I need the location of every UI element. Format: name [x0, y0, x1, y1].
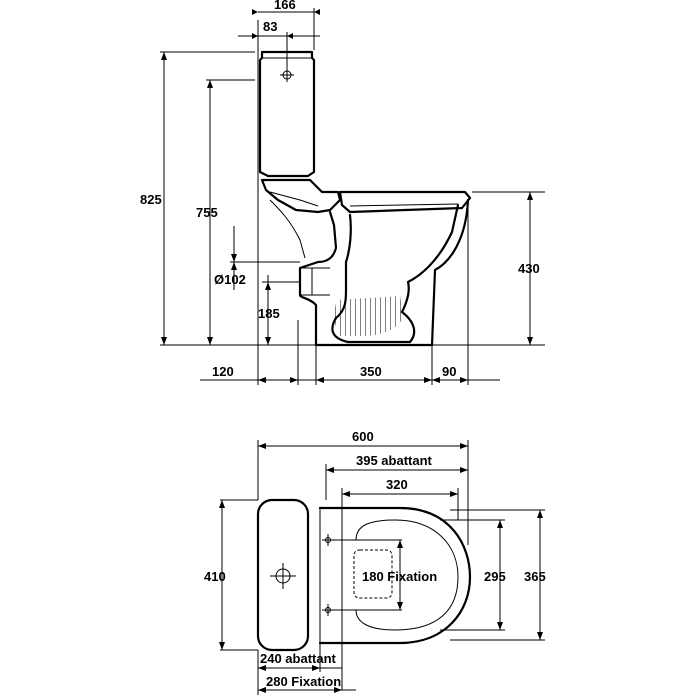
- arrow-825-t: [161, 52, 167, 60]
- plan-view: 600 395 abattant 320 410 180 Fixation: [204, 429, 546, 695]
- bowl-rim: [338, 190, 472, 214]
- label-83: 83: [263, 19, 277, 34]
- label-90: 90: [442, 364, 456, 379]
- label-395: 395 abattant: [356, 453, 433, 468]
- bowl-opening: [355, 519, 459, 631]
- arrow-280-l: [258, 687, 266, 693]
- arrow-755-t: [207, 80, 213, 88]
- arrow-90-l: [432, 377, 440, 383]
- bowl-trap: [331, 203, 460, 344]
- label-185: 185: [258, 306, 280, 321]
- arrow-320-l: [342, 491, 350, 497]
- label-825: 825: [140, 192, 162, 207]
- arrow-395-r: [460, 467, 468, 473]
- label-320: 320: [386, 477, 408, 492]
- arrow-120-r: [290, 377, 298, 383]
- arrow-90-r: [460, 377, 468, 383]
- water-level: [334, 296, 402, 336]
- arrow-295-t: [497, 520, 503, 528]
- label-120: 120: [212, 364, 234, 379]
- arrow-102-t: [231, 254, 237, 262]
- label-295: 295: [484, 569, 506, 584]
- basin-dashed: [353, 549, 393, 599]
- arrow-102-b: [231, 262, 237, 270]
- label-280: 280 Fixation: [266, 674, 341, 689]
- arrow-295-b: [497, 622, 503, 630]
- arrow-180-t: [397, 540, 403, 548]
- label-350: 350: [360, 364, 382, 379]
- arrow-166-r: [314, 9, 320, 15]
- label-755: 755: [196, 205, 218, 220]
- label-430: 430: [518, 261, 540, 276]
- side-view: 166 83 825 755 Ø102 185: [140, 0, 545, 385]
- arrow-83-l: [252, 33, 258, 39]
- label-240: 240 abattant: [260, 651, 337, 666]
- arrow-825-b: [161, 337, 167, 345]
- arrow-240-r: [312, 665, 320, 671]
- flush-channel: [269, 199, 306, 259]
- label-600: 600: [352, 429, 374, 444]
- bowl-rim-inner: [349, 203, 459, 207]
- arrow-600-l: [258, 443, 266, 449]
- arrow-166-l: [252, 9, 258, 15]
- cistern: [258, 50, 316, 178]
- arrow-410-t: [219, 500, 225, 508]
- label-180: 180 Fixation: [362, 569, 437, 584]
- arrow-430-t: [527, 192, 533, 200]
- arrow-350-r: [424, 377, 432, 383]
- bowl-body: [298, 198, 470, 347]
- arrow-600-r: [460, 443, 468, 449]
- arrow-755-b: [207, 337, 213, 345]
- arrow-83-r: [287, 33, 293, 39]
- arrow-365-t: [537, 510, 543, 518]
- arrow-320-r: [450, 491, 458, 497]
- arrow-365-b: [537, 632, 543, 640]
- label-365: 365: [524, 569, 546, 584]
- cistern-connector: [260, 178, 342, 214]
- arrow-280-r: [334, 687, 342, 693]
- label-410: 410: [204, 569, 226, 584]
- label-166: 166: [274, 0, 296, 12]
- arrow-185-b: [265, 337, 271, 345]
- arrow-180-b: [397, 602, 403, 610]
- outlet-pipe: [300, 267, 330, 296]
- label-102: Ø102: [214, 272, 246, 287]
- arrow-350-l: [316, 377, 324, 383]
- connector-inner: [269, 191, 319, 207]
- arrow-430-b: [527, 337, 533, 345]
- arrow-240-l: [258, 665, 266, 671]
- cistern-top: [256, 498, 310, 652]
- seat-outline: [318, 506, 472, 645]
- arrow-185-t: [265, 282, 271, 290]
- arrow-410-b: [219, 642, 225, 650]
- arrow-120-l: [258, 377, 266, 383]
- arrow-395-l: [326, 467, 334, 473]
